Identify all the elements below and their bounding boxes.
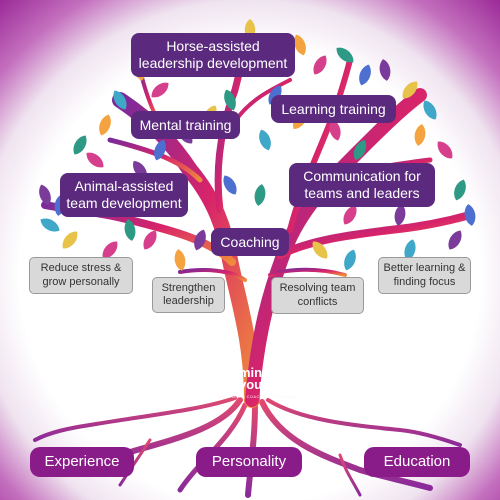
leaf <box>414 124 426 146</box>
mind-yourself-logo: mind yourself BERATUNG | COACHING | TRAI… <box>213 364 298 404</box>
leaf <box>154 139 166 161</box>
leaf <box>62 231 78 249</box>
branch-animal-assisted: Animal-assisted team development <box>60 173 188 217</box>
leaf <box>99 114 111 136</box>
leaf <box>194 229 206 251</box>
leaf <box>151 82 169 98</box>
leaf <box>224 89 236 111</box>
leaf <box>353 140 367 160</box>
leaf <box>454 179 466 201</box>
leaf <box>73 135 87 155</box>
root-personality: Personality <box>196 447 302 477</box>
leaf <box>423 100 437 120</box>
benefit-strengthen-leadership: Strengthen leadership <box>152 277 225 313</box>
leaf <box>223 175 237 195</box>
logo-tagline: BERATUNG | COACHING | TRAINING <box>217 394 299 399</box>
branch-coaching: Coaching <box>211 228 289 256</box>
leaf <box>254 184 266 206</box>
leaf <box>464 204 476 226</box>
leaf <box>344 249 356 271</box>
leaf <box>329 119 341 141</box>
leaf <box>312 241 328 259</box>
branch-mental-training: Mental training <box>131 111 240 139</box>
leaf <box>174 249 186 271</box>
leaf <box>313 55 327 75</box>
leaf <box>359 64 371 86</box>
benefit-resolving-conflicts: Resolving team conflicts <box>271 277 364 314</box>
leaf <box>40 218 60 232</box>
leaf <box>394 204 406 226</box>
lightbulb-icon <box>215 368 235 390</box>
leaf <box>102 241 118 259</box>
leaf <box>404 239 416 261</box>
branch-learning-training: Learning training <box>271 95 396 123</box>
logo-text-yourself: yourself <box>239 377 290 392</box>
leaf <box>336 47 354 63</box>
leaf <box>113 90 127 110</box>
root-experience: Experience <box>30 447 134 477</box>
leaf <box>294 34 306 56</box>
logo-text-mind: mind <box>239 365 271 380</box>
benefit-better-learning: Better learning & finding focus <box>378 257 471 294</box>
leaf <box>437 141 453 159</box>
leaf <box>402 81 418 99</box>
leaf <box>343 205 357 225</box>
branch-communication: Communication for teams and leaders <box>289 163 435 207</box>
leaf <box>143 230 157 250</box>
leaf <box>39 184 51 206</box>
leaf <box>448 230 462 250</box>
benefit-reduce-stress: Reduce stress & grow personally <box>29 257 133 294</box>
leaf <box>124 219 136 241</box>
leaf <box>379 59 391 81</box>
root-education: Education <box>364 447 470 477</box>
leaf <box>86 152 104 168</box>
leaf <box>259 129 271 151</box>
branch-horse-assisted: Horse-assisted leadership development <box>131 33 295 77</box>
